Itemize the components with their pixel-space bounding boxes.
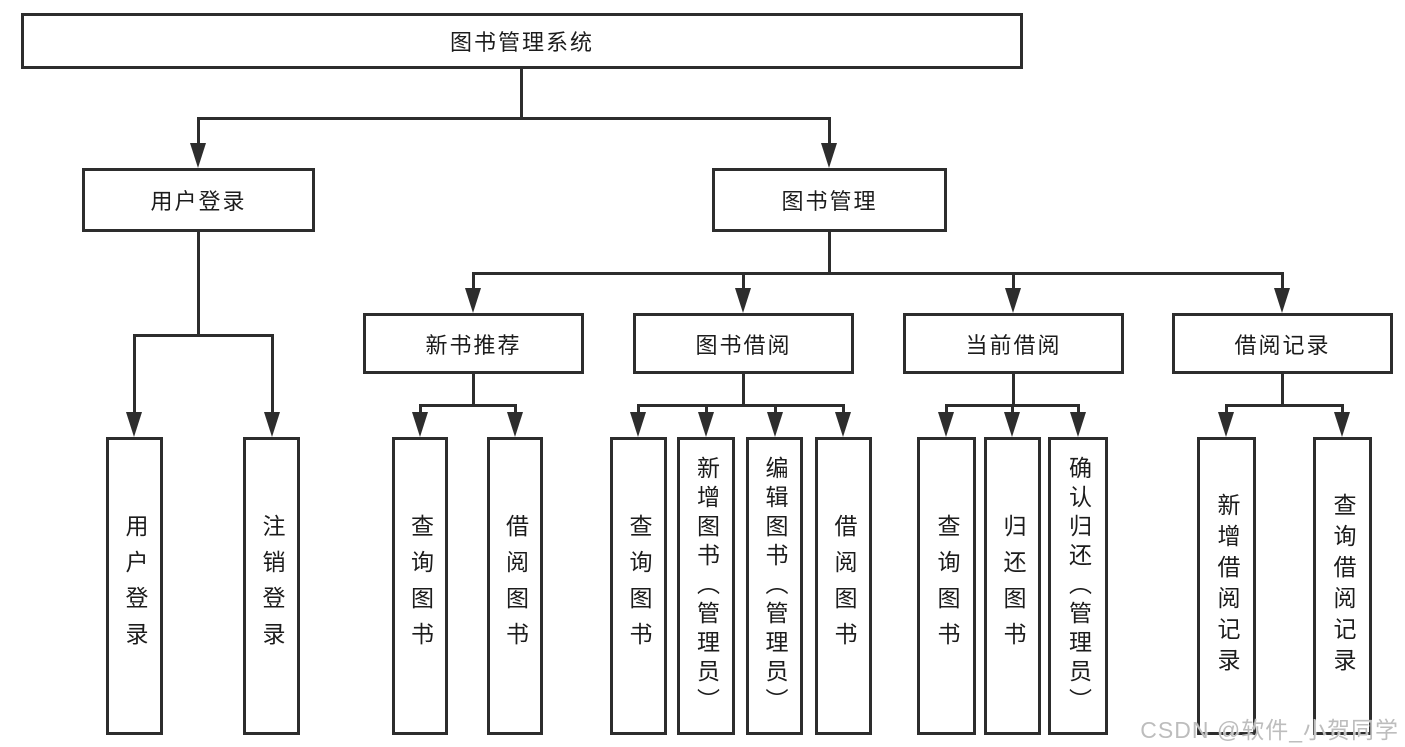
connector-line xyxy=(519,69,523,120)
watermark: CSDN @软件_小贺同学 xyxy=(1140,717,1399,743)
connector-line xyxy=(741,374,745,407)
node-label: 借阅记录 xyxy=(1234,332,1331,358)
arrow-down-icon xyxy=(1005,288,1021,313)
node-label: 归还图书 xyxy=(1000,514,1026,658)
arrow-down-icon xyxy=(821,143,837,168)
node-query-borrow-record: 查询借阅记录 xyxy=(1313,437,1372,735)
arrow-down-icon xyxy=(630,412,646,437)
connector-arrow-stem xyxy=(827,118,831,162)
node-label: 新书推荐 xyxy=(425,332,522,358)
node-add-borrow-record: 新增借阅记录 xyxy=(1197,437,1256,735)
connector-line xyxy=(1224,403,1344,407)
connector-line xyxy=(1280,374,1284,407)
connector-line xyxy=(196,116,831,120)
node-label: 新增图书（管理员） xyxy=(693,455,720,717)
arrow-down-icon xyxy=(126,412,142,437)
connector-arrow-stem xyxy=(270,335,274,431)
node-book-borrowing: 图书借阅 xyxy=(633,313,854,374)
node-borrowing-records: 借阅记录 xyxy=(1172,313,1393,374)
connector-line xyxy=(418,403,517,407)
connector-line xyxy=(196,232,200,337)
arrow-down-icon xyxy=(938,412,954,437)
node-current-borrowing: 当前借阅 xyxy=(903,313,1124,374)
node-label: 查询借阅记录 xyxy=(1330,493,1356,679)
node-label: 图书管理系统 xyxy=(449,30,594,55)
arrow-down-icon xyxy=(507,412,523,437)
node-query-books-2: 查询图书 xyxy=(610,437,667,735)
node-label: 确认归还（管理员） xyxy=(1065,455,1092,717)
arrow-down-icon xyxy=(767,412,783,437)
node-query-books-1: 查询图书 xyxy=(392,437,448,735)
connector-arrow-stem xyxy=(132,335,136,431)
node-label: 查询图书 xyxy=(407,514,434,658)
arrow-down-icon xyxy=(1218,412,1234,437)
arrow-down-icon xyxy=(698,412,714,437)
connector-line xyxy=(471,374,475,407)
arrow-down-icon xyxy=(264,412,280,437)
arrow-down-icon xyxy=(1070,412,1086,437)
arrow-down-icon xyxy=(412,412,428,437)
connector-line xyxy=(132,333,274,337)
node-label: 用户登录 xyxy=(122,514,148,658)
arrow-down-icon xyxy=(835,412,851,437)
arrow-down-icon xyxy=(465,288,481,313)
connector-line xyxy=(471,271,1284,275)
node-add-books-admin: 新增图书（管理员） xyxy=(677,437,735,735)
node-root: 图书管理系统 xyxy=(21,13,1023,69)
arrow-down-icon xyxy=(190,143,206,168)
node-logout-leaf: 注销登录 xyxy=(243,437,300,735)
node-label: 新增借阅记录 xyxy=(1214,493,1240,679)
node-edit-books-admin: 编辑图书（管理员） xyxy=(746,437,803,735)
node-label: 查询图书 xyxy=(934,514,960,658)
node-user-login: 用户登录 xyxy=(82,168,315,232)
connector-line xyxy=(827,232,831,275)
node-label: 编辑图书（管理员） xyxy=(762,455,788,717)
arrow-down-icon xyxy=(1334,412,1350,437)
node-label: 当前借阅 xyxy=(965,332,1062,358)
node-label: 借阅图书 xyxy=(502,514,529,658)
node-borrow-books-2: 借阅图书 xyxy=(815,437,872,735)
node-borrow-books-1: 借阅图书 xyxy=(487,437,543,735)
node-label: 用户登录 xyxy=(150,189,247,214)
node-new-book-recommend: 新书推荐 xyxy=(363,313,584,374)
arrow-down-icon xyxy=(1274,288,1290,313)
node-book-management: 图书管理 xyxy=(712,168,947,232)
node-user-login-leaf: 用户登录 xyxy=(106,437,163,735)
arrow-down-icon xyxy=(1004,412,1020,437)
arrow-down-icon xyxy=(735,288,751,313)
node-query-books-3: 查询图书 xyxy=(917,437,976,735)
connector-line xyxy=(1011,374,1015,407)
node-label: 图书借阅 xyxy=(695,332,792,358)
node-label: 图书管理 xyxy=(781,189,878,214)
node-label: 借阅图书 xyxy=(831,514,857,658)
node-confirm-return-admin: 确认归还（管理员） xyxy=(1048,437,1108,735)
node-label: 注销登录 xyxy=(259,514,285,658)
connector-arrow-stem xyxy=(196,118,200,162)
node-label: 查询图书 xyxy=(626,514,652,658)
connector-line xyxy=(636,403,845,407)
node-return-books: 归还图书 xyxy=(984,437,1041,735)
